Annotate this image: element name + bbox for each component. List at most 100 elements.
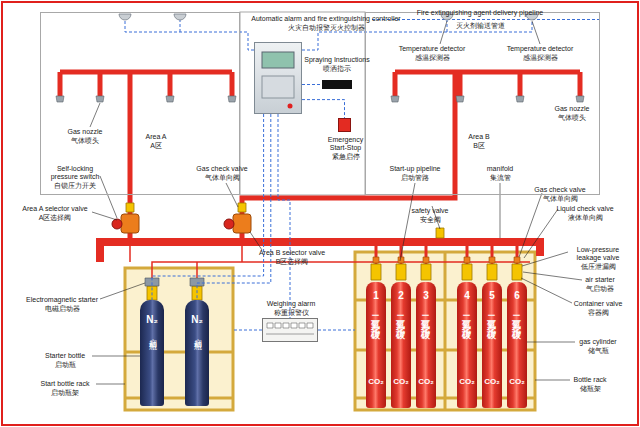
gas-cylinder: 2 二氧化碳 CO₂ <box>391 282 411 408</box>
gas-cylinder: 5 二氧化碳 CO₂ <box>482 282 502 408</box>
node-text: 二氧化碳 <box>487 308 497 328</box>
callout-label: air starter <box>585 276 615 284</box>
signal-wire <box>302 84 322 85</box>
node-text: 启动瓶 <box>193 332 202 338</box>
start-bottle-rack <box>125 268 233 410</box>
selector-valve <box>121 214 139 233</box>
node-text: B区 <box>473 142 485 150</box>
callout-label: 灭火剂输送管道 <box>456 22 505 30</box>
spraying-sign: Spraying Instructions喷洒指示 <box>322 80 352 89</box>
node-text: 二氧化碳 <box>371 308 381 328</box>
callout-label: 启动瓶架 <box>51 389 79 397</box>
node-text: CO₂ <box>509 377 525 386</box>
node-text: 3 <box>423 290 429 301</box>
node-text: CO₂ <box>418 377 434 386</box>
signal-wire <box>278 114 290 318</box>
node-text: A区 <box>150 142 162 150</box>
callout-label: Low-pressure leakage valve <box>568 246 628 262</box>
node-text: 5 <box>489 290 495 301</box>
callout-label: 启动瓶 <box>55 361 76 369</box>
callout-label: Area A selector valve <box>22 205 87 213</box>
node-text: 1 <box>373 290 379 301</box>
signal-wire <box>197 114 271 300</box>
callout-label: 感温探测器 <box>523 54 558 62</box>
node-text: 二氧化碳 <box>396 308 406 328</box>
node-text: CO₂ <box>368 377 384 386</box>
callout-label: gas cylinder <box>579 338 616 346</box>
callout-label: Area B selector valve <box>259 249 325 257</box>
node-text: Emergency Start-Stop <box>324 136 368 152</box>
callout-label: Container valve <box>574 300 623 308</box>
callout-label: 感温探测器 <box>415 54 450 62</box>
controller-panel: Automatic alarm and fire extinguishing c… <box>254 42 302 114</box>
callout-label: 低压泄漏阀 <box>581 263 616 271</box>
callout-label: Start bottle rack <box>40 380 89 388</box>
callout-label: 容器阀 <box>588 309 609 317</box>
node-text: 二氧化碳 <box>421 308 431 328</box>
callout-label: 电磁启动器 <box>45 305 80 313</box>
signal-wire <box>152 114 264 300</box>
bottle-rack <box>355 252 535 410</box>
gas-cylinder: 4二氧化碳CO₂ <box>457 282 477 408</box>
node-text: 紧急启停 <box>332 153 360 161</box>
pressure-switch <box>112 219 122 229</box>
callout-label: A区选择阀 <box>39 214 72 222</box>
callout-label: 集流管 <box>490 174 511 182</box>
node-text: N₂ <box>146 314 158 325</box>
gas-nozzle <box>56 96 584 102</box>
callout-label: Temperature detector <box>399 45 466 53</box>
callout-label: 液体单向阀 <box>568 214 603 222</box>
callout-label: 气体单向阀 <box>543 195 578 203</box>
callout-label: 储气瓶 <box>588 347 609 355</box>
electromagnetic-starter <box>145 278 204 286</box>
node-text: 4 <box>464 290 470 301</box>
node-text: Weighing alarm <box>267 300 316 308</box>
cylinder-riser <box>376 242 517 264</box>
node-text: 称重报警仪 <box>274 309 309 317</box>
node-text: Automatic alarm and fire extinguishing c… <box>251 15 400 23</box>
callout-label: 气体喷头 <box>71 137 99 145</box>
callout-label: safety valve <box>412 207 449 215</box>
callout-label: Gas check valve <box>534 186 585 194</box>
callout-label: Temperature detector <box>507 45 574 53</box>
node-text: 火灾自动报警灭火控制器 <box>288 24 365 32</box>
starter-bottle: N₂ 启动瓶 <box>185 300 209 406</box>
callout-label: 安全阀 <box>420 216 441 224</box>
pressure-switch <box>224 219 234 229</box>
callout-label: Starter bottle <box>45 352 85 360</box>
node-text: 2 <box>398 290 404 301</box>
callout-label: 储瓶架 <box>580 385 601 393</box>
start-up-pipeline <box>130 233 530 278</box>
weighing-alarm: Weighing alarm称重报警仪 <box>262 318 318 342</box>
starter-bottle: N₂启动瓶 <box>140 300 164 406</box>
node-text: Spraying Instructions <box>304 56 369 64</box>
callout-label: Liquid check valve <box>556 205 613 213</box>
callout-label: Self-locking pressure switch <box>44 165 106 181</box>
callout-label: Gas nozzle <box>67 128 102 136</box>
node-text: N₂ <box>191 314 203 325</box>
callout-label: B区选择阀 <box>276 258 309 266</box>
signal-wire <box>302 100 345 118</box>
control-room <box>240 12 365 195</box>
callout-label: 自锁压力开关 <box>54 182 96 190</box>
node-text: 6 <box>514 290 520 301</box>
node-text: 二氧化碳 <box>512 308 522 328</box>
callout-label: 气体单向阀 <box>205 174 240 182</box>
callout-label: 启动管路 <box>401 174 429 182</box>
gas-cylinder: 3 二氧化碳 CO₂ <box>416 282 436 408</box>
node-text: Area B <box>468 133 489 141</box>
delivery-pipe <box>60 72 232 242</box>
callout-label: 气体喷头 <box>558 114 586 122</box>
rack-bar <box>355 252 535 410</box>
node-text: CO₂ <box>484 377 500 386</box>
emergency-button: Emergency Start-Stop紧急启停 <box>338 118 351 132</box>
air-starter <box>373 257 520 263</box>
selector-valve <box>233 214 251 233</box>
callout-label: Bottle rack <box>573 376 606 384</box>
node-text: CO₂ <box>393 377 409 386</box>
